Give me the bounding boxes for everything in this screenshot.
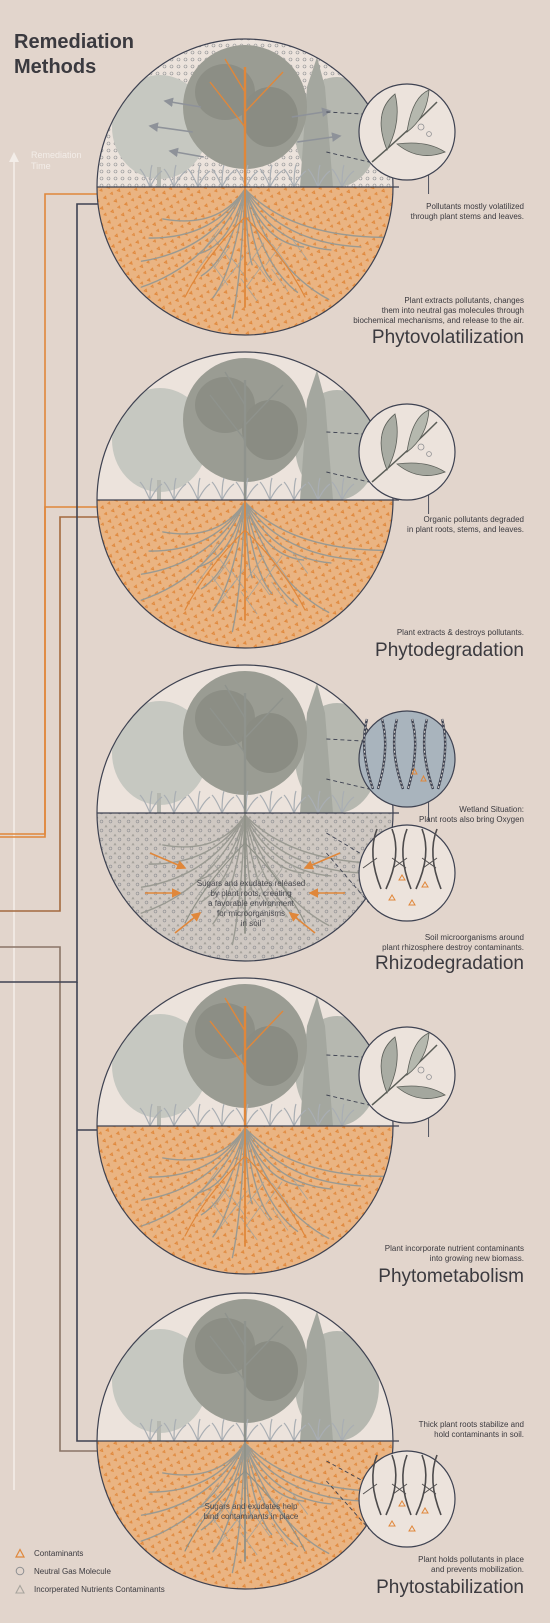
callout-text-wetland: Wetland Situation: Plant roots also brin… — [419, 805, 524, 825]
section-description: Plant incorporate nutrient contaminants … — [385, 1244, 524, 1264]
legend-item-contaminants: Contaminants — [12, 1544, 165, 1562]
contaminant-triangle-icon — [12, 1547, 28, 1559]
nutrient-triangle-icon — [12, 1583, 28, 1595]
soil-annotation: Sugars and exudates help bind contaminan… — [171, 1502, 331, 1522]
vegetation — [112, 1299, 379, 1441]
remediation-time-axis — [9, 152, 19, 1490]
illustration-phytometabolism — [97, 978, 455, 1274]
legend-item-nutrients: Incorperated Nutrients Contaminants — [12, 1580, 165, 1598]
legend-item-gas-molecule: Neutral Gas Molecule — [12, 1562, 165, 1580]
section-connector-lines — [0, 194, 104, 1451]
section-heading: Phytostabilization — [376, 1577, 524, 1599]
section-heading: Phytometabolism — [378, 1266, 524, 1288]
vegetation — [112, 984, 379, 1126]
section-heading: Phytodegradation — [375, 640, 524, 662]
section-heading: Rhizodegradation — [375, 953, 524, 975]
vegetation — [112, 671, 379, 813]
section-description: Plant holds pollutants in place and prev… — [418, 1555, 524, 1575]
vegetation — [112, 358, 379, 500]
section-heading: Phytovolatilization — [372, 327, 524, 349]
illustration-phytodegradation — [97, 352, 455, 648]
soil-annotation: Sugars and exudates released by plant ro… — [171, 879, 331, 929]
callout-text-leaf: Organic pollutants degraded in plant roo… — [407, 515, 524, 535]
section-description: Plant extracts & destroys pollutants. — [397, 628, 524, 638]
gas-molecule-circle-icon — [12, 1565, 28, 1577]
legend: Contaminants Neutral Gas Molecule Incorp… — [12, 1544, 165, 1598]
section-description: Soil microorganisms around plant rhizosp… — [382, 933, 524, 953]
section-phytostabilization: Thick plant roots stabilize and hold con… — [0, 0, 550, 320]
callout-text-roots-top: Thick plant roots stabilize and hold con… — [419, 1420, 524, 1440]
